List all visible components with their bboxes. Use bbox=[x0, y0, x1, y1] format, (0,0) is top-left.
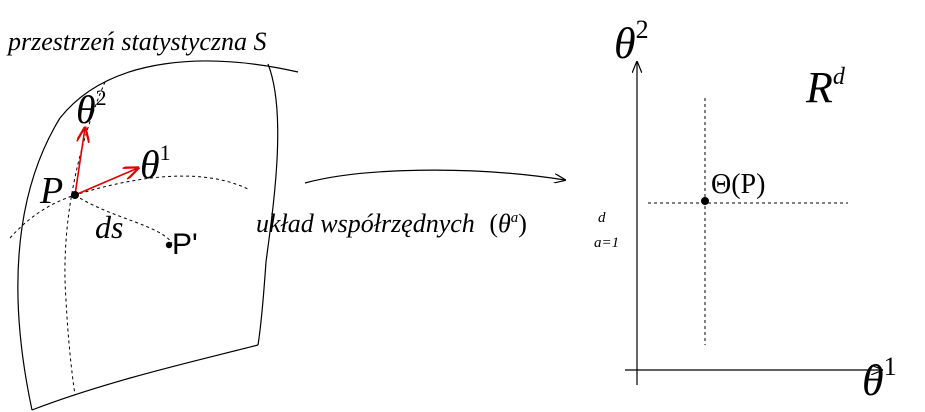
tangent-vector-theta1 bbox=[74, 168, 138, 196]
theta-p-dot bbox=[701, 197, 709, 205]
statistical-manifold: przestrzeń statystyczna S θ2 θ1 P ds P' bbox=[6, 27, 299, 411]
point-p-dot bbox=[71, 191, 79, 199]
y-axis-theta2-label: θ2 bbox=[614, 15, 649, 68]
mapping-lower-limit: a=1 bbox=[594, 235, 619, 251]
coordinate-mapping: układ współrzędnych (θa) d a=1 bbox=[256, 169, 619, 251]
tangent-vector-theta2 bbox=[74, 128, 85, 196]
manifold-right-edge bbox=[257, 63, 279, 346]
manifold-bottom-edge bbox=[31, 344, 259, 411]
point-p-prime-dot bbox=[165, 241, 173, 249]
mapping-upper-limit: d bbox=[598, 210, 606, 226]
mapping-arrow bbox=[304, 169, 565, 183]
theta2-label: θ2 bbox=[76, 85, 107, 132]
theta1-grid-curve bbox=[9, 175, 251, 239]
manifold-title: przestrzeń statystyczna S bbox=[6, 27, 267, 56]
manifold-top-edge bbox=[59, 60, 299, 119]
rd-space-label: Rd bbox=[805, 63, 846, 112]
x-axis-theta1-label: θ1 bbox=[862, 352, 897, 405]
mapping-label: układ współrzędnych (θa) bbox=[256, 209, 527, 238]
point-p-label: P bbox=[39, 170, 63, 212]
ds-label: ds bbox=[95, 209, 123, 245]
geodesic-ds bbox=[74, 194, 173, 244]
manifold-left-edge bbox=[17, 117, 61, 411]
point-p-prime-label: P' bbox=[172, 228, 198, 261]
theta1-label: θ1 bbox=[140, 140, 171, 187]
theta-p-label: Θ(P) bbox=[711, 169, 765, 200]
coordinate-space: θ2 θ1 Rd Θ(P) bbox=[614, 15, 897, 405]
